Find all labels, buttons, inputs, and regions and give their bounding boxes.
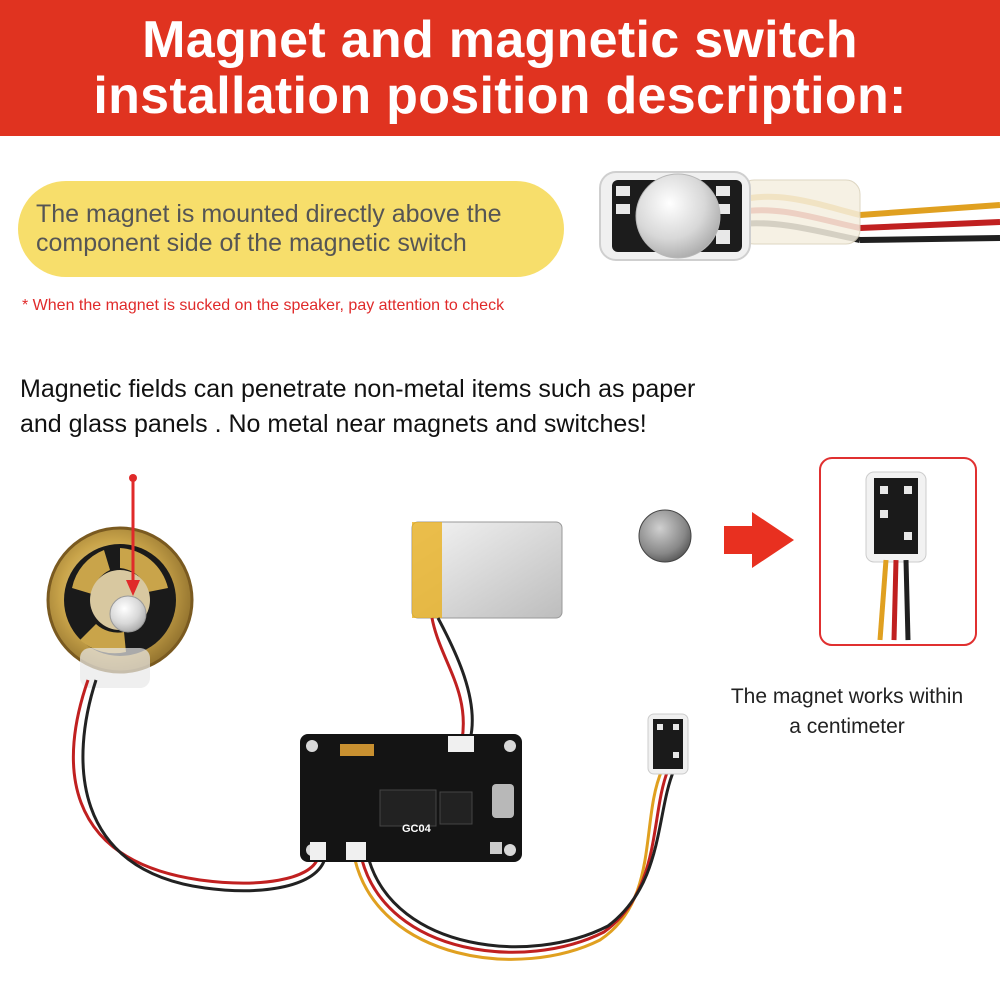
inset-caption-line-1: The magnet works within	[730, 685, 964, 708]
banner-title-line-1: Magnet and magnetic switch	[142, 11, 858, 69]
magnet-disc-photo	[638, 509, 692, 563]
inset-switch-box	[819, 457, 977, 646]
body-line-2: and glass panels . No metal near magnets…	[20, 410, 647, 438]
body-text: Magnetic fields can penetrate non-metal …	[20, 372, 695, 442]
speaker-photo	[46, 526, 194, 688]
battery-photo	[411, 521, 563, 741]
inset-caption: The magnet works within a centimeter	[705, 682, 989, 742]
right-arrow-icon	[724, 512, 794, 568]
body-line-1: Magnetic fields can penetrate non-metal …	[20, 375, 696, 403]
inset-caption-line-2: a centimeter	[789, 715, 905, 738]
banner-title-line-2: installation position description:	[93, 67, 907, 125]
callout-line-2: component side of the magnetic switch	[36, 229, 467, 257]
switch-with-magnet-photo	[599, 171, 1000, 261]
callout-pill: The magnet is mounted directly above the…	[18, 181, 564, 277]
circuit-board-photo: GC04	[300, 734, 522, 862]
down-arrow-icon	[126, 474, 140, 596]
header-banner: Magnet and magnetic switch installation …	[0, 0, 1000, 136]
callout-line-1: The magnet is mounted directly above the	[36, 200, 502, 228]
small-switch-photo	[647, 713, 689, 775]
board-model-label: GC04	[402, 823, 432, 835]
warning-note: * When the magnet is sucked on the speak…	[22, 297, 505, 314]
